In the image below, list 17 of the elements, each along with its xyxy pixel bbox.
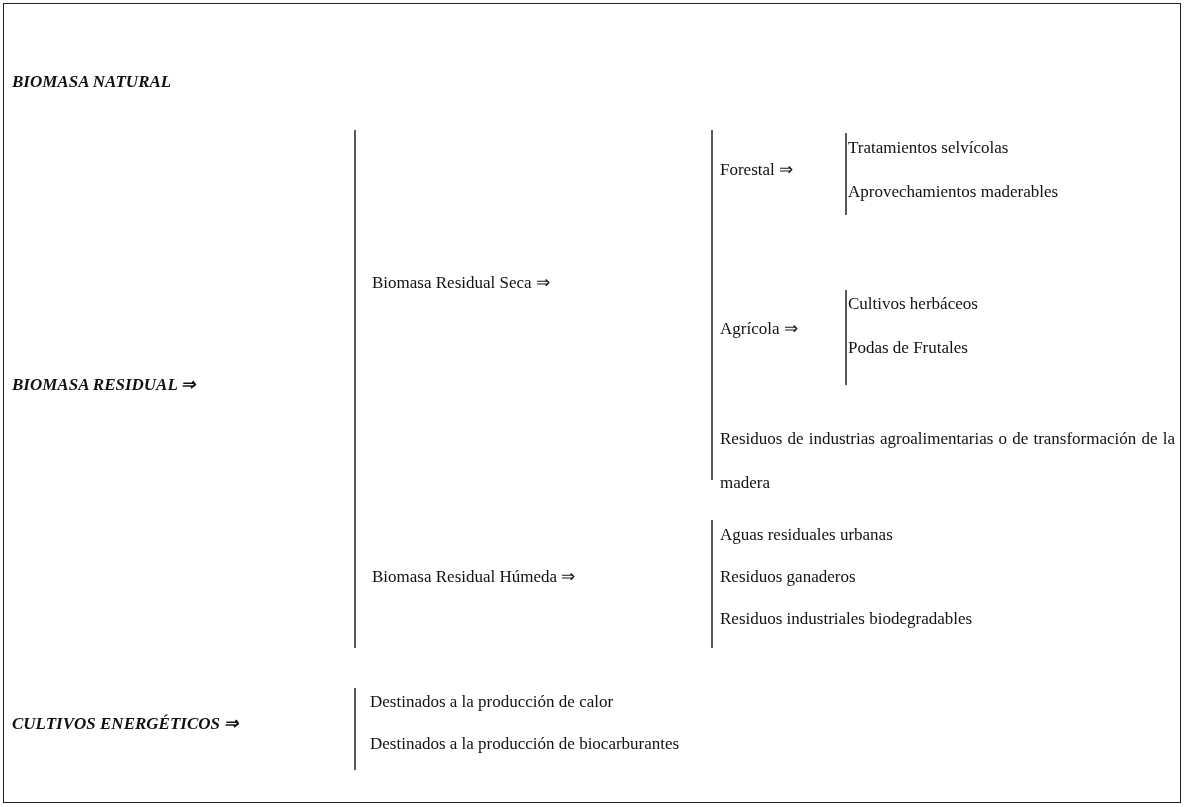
- category-text: Aguas residuales urbanas: [720, 524, 893, 546]
- category-text: Residuos ganaderos: [720, 566, 856, 588]
- category-text: Aprovechamientos maderables: [848, 181, 1059, 203]
- category-heading: BIOMASA RESIDUAL ⇒: [12, 374, 196, 396]
- category-text: Forestal ⇒: [720, 159, 794, 181]
- category-text: Destinados a la producción de calor: [370, 691, 614, 713]
- category-text: Biomasa Residual Húmeda ⇒: [372, 566, 576, 588]
- category-text: Destinados a la producción de biocarburantes: [370, 733, 680, 755]
- category-text: Podas de Frutales: [848, 337, 968, 359]
- category-text: Agrícola ⇒: [720, 318, 798, 340]
- category-text: Tratamientos selvícolas: [848, 137, 1009, 159]
- category-text: Cultivos herbáceos: [848, 293, 978, 315]
- category-text: Residuos de industrias agroalimentarias o de transformación de la madera: [720, 428, 1175, 494]
- category-text: Residuos industriales biodegradables: [720, 608, 973, 630]
- category-heading: BIOMASA NATURAL: [12, 71, 172, 93]
- category-heading: CULTIVOS ENERGÉTICOS ⇒: [12, 713, 239, 735]
- category-text: Biomasa Residual Seca ⇒: [372, 272, 550, 294]
